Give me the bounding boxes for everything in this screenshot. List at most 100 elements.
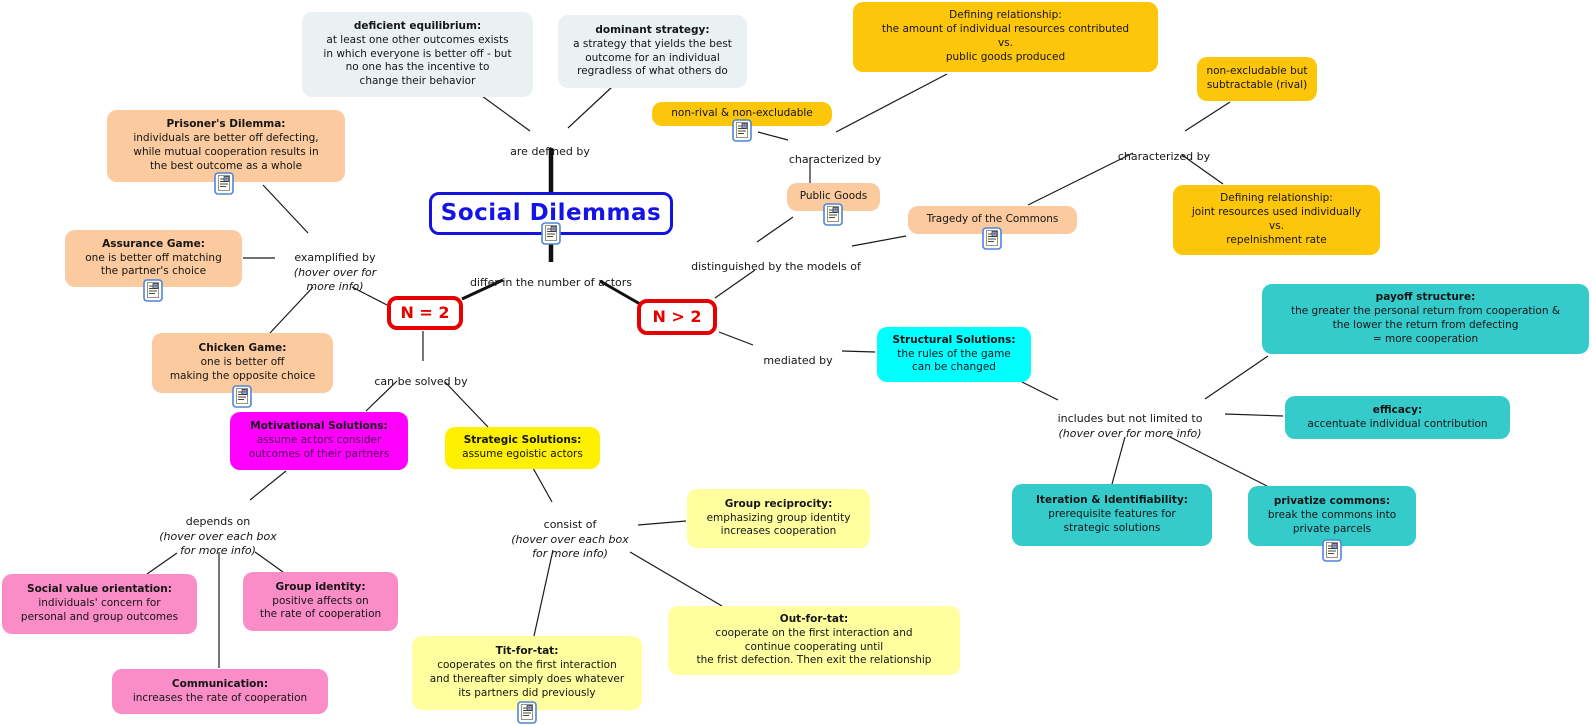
node-privatize-commons[interactable]: privatize commons: break the commons int… bbox=[1248, 486, 1416, 546]
connector bbox=[249, 470, 287, 501]
link-label-distinguished-by-models: distinguished by the models of bbox=[691, 246, 861, 275]
resource-document-icon bbox=[1322, 539, 1342, 562]
node-communication[interactable]: Communication: increases the rate of coo… bbox=[112, 669, 328, 714]
resource-document-icon bbox=[143, 279, 163, 302]
link-label-text: distinguished by the models of bbox=[691, 260, 861, 274]
node-structural-solutions[interactable]: Structural Solutions: the rules of the g… bbox=[877, 327, 1031, 382]
node-motivational-solutions[interactable]: Motivational Solutions: assume actors co… bbox=[230, 412, 408, 470]
node-title: Assurance Game: bbox=[102, 237, 205, 250]
resource-document-icon bbox=[732, 119, 752, 142]
connector bbox=[637, 520, 687, 526]
link-label-examplified-by: examplified by (hover over for more info… bbox=[294, 237, 376, 308]
node-defining-relationship-public-goods[interactable]: Defining relationship: the amount of ind… bbox=[853, 2, 1158, 72]
connector bbox=[1184, 101, 1231, 132]
resource-icon-privatize-commons[interactable] bbox=[1322, 539, 1342, 562]
connector-to-n2 bbox=[461, 278, 504, 301]
node-title: Out-for-tat: bbox=[779, 612, 849, 625]
node-deficient-equilibrium[interactable]: deficient equilibrium: at least one othe… bbox=[302, 12, 533, 97]
node-tit-for-tat[interactable]: Tit-for-tat: cooperates on the first int… bbox=[412, 636, 642, 710]
node-body: cooperates on the first interaction and … bbox=[429, 659, 625, 699]
link-label-text: characterized by bbox=[788, 153, 882, 167]
node-body: increases the rate of cooperation bbox=[132, 691, 308, 704]
node-body: a strategy that yields the best outcome … bbox=[573, 37, 732, 78]
node-body: cooperate on the first interaction and c… bbox=[696, 626, 932, 667]
link-label-are-defined-by: are defined by bbox=[510, 131, 590, 160]
node-title: Group reciprocity: bbox=[724, 497, 833, 510]
link-label-text: differ in the number of actors bbox=[469, 276, 633, 290]
node-non-excludable-subtractable[interactable]: non-excludable but subtractable (rival) bbox=[1197, 57, 1317, 101]
connector bbox=[835, 73, 948, 133]
node-body: Defining relationship: joint resources u… bbox=[1191, 192, 1362, 246]
resource-document-icon bbox=[214, 172, 234, 195]
resource-document-icon bbox=[541, 222, 561, 245]
link-label-can-be-solved-by: can be solved by bbox=[374, 361, 467, 390]
resource-document-icon bbox=[982, 227, 1002, 250]
link-label-characterized-by-left: characterized by bbox=[789, 139, 881, 168]
connector bbox=[1111, 436, 1126, 485]
node-body: non-rival & non-excludable bbox=[671, 107, 813, 120]
resource-document-icon bbox=[823, 203, 843, 226]
thin-connectors bbox=[146, 73, 1284, 668]
node-dominant-strategy[interactable]: dominant strategy: a strategy that yield… bbox=[558, 15, 747, 88]
main-hierarchy-connectors bbox=[461, 148, 641, 306]
node-title: Strategic Solutions: bbox=[463, 434, 582, 447]
link-label-text: mediated by bbox=[763, 354, 833, 368]
connector bbox=[481, 95, 531, 132]
node-group-identity[interactable]: Group identity: positive affects on the … bbox=[243, 572, 398, 631]
connector bbox=[1181, 154, 1224, 185]
node-group-reciprocity[interactable]: Group reciprocity: emphasizing group ide… bbox=[687, 489, 870, 548]
resource-icon-chicken-game[interactable] bbox=[232, 385, 252, 408]
connector bbox=[444, 381, 489, 428]
node-efficacy[interactable]: efficacy: accentuate individual contribu… bbox=[1285, 396, 1510, 439]
resource-document-icon bbox=[232, 385, 252, 408]
connector bbox=[718, 331, 754, 346]
link-label-mediated-by: mediated by bbox=[763, 340, 832, 369]
connector bbox=[254, 551, 284, 573]
node-title: payoff structure: bbox=[1375, 291, 1476, 304]
node-defining-relationship-commons[interactable]: Defining relationship: joint resources u… bbox=[1173, 185, 1380, 255]
connector bbox=[533, 549, 554, 637]
connector bbox=[532, 467, 553, 503]
link-label-includes-but-not-limited: includes but not limited to (hover over … bbox=[1058, 398, 1203, 455]
node-body: prerequisite features for strategic solu… bbox=[1048, 508, 1176, 534]
node-strategic-solutions[interactable]: Strategic Solutions: assume egoistic act… bbox=[445, 427, 600, 469]
node-body: accentuate individual contribution bbox=[1307, 417, 1488, 430]
resource-icon-prisoners-dilemma[interactable] bbox=[214, 172, 234, 195]
resource-icon-non-rival[interactable] bbox=[732, 119, 752, 142]
connector bbox=[757, 131, 789, 141]
resource-icon-public-goods[interactable] bbox=[823, 203, 843, 226]
node-payoff-structure[interactable]: payoff structure: the greater the person… bbox=[1262, 284, 1589, 354]
connector bbox=[1169, 436, 1268, 487]
node-n-greater-2[interactable]: N > 2 bbox=[637, 299, 717, 335]
connector bbox=[851, 235, 907, 247]
link-label-hint: (hover over for more info) bbox=[293, 265, 377, 293]
resource-icon-social-dilemmas[interactable] bbox=[541, 222, 561, 245]
node-body: non-excludable but subtractable (rival) bbox=[1206, 65, 1308, 91]
node-body: individuals are better off defecting, wh… bbox=[133, 132, 319, 172]
node-n-equals-2[interactable]: N = 2 bbox=[387, 296, 463, 330]
node-out-for-tat[interactable]: Out-for-tat: cooperate on the first inte… bbox=[668, 606, 960, 675]
link-label-characterized-by-right: characterized by bbox=[1118, 136, 1210, 165]
node-body: the greater the personal return from coo… bbox=[1290, 305, 1561, 345]
connector bbox=[269, 286, 314, 334]
node-assurance-game[interactable]: Assurance Game: one is better off matchi… bbox=[65, 230, 242, 287]
connector bbox=[365, 380, 398, 412]
resource-icon-tragedy-of-commons[interactable] bbox=[982, 227, 1002, 250]
connector bbox=[714, 269, 756, 299]
node-prisoners-dilemma[interactable]: Prisoner's Dilemma: individuals are bett… bbox=[107, 110, 345, 182]
resource-icon-tit-for-tat[interactable] bbox=[517, 701, 537, 724]
node-social-value-orientation[interactable]: Social value orientation: individuals' c… bbox=[2, 574, 197, 634]
link-label-text: depends on bbox=[185, 515, 251, 529]
node-chicken-game[interactable]: Chicken Game: one is better off making t… bbox=[152, 333, 333, 393]
node-title: deficient equilibrium: bbox=[353, 19, 482, 32]
node-iteration-identifiability[interactable]: Iteration & Identifiability: prerequisit… bbox=[1012, 484, 1212, 546]
node-title: Chicken Game: bbox=[198, 342, 287, 355]
node-body: assume egoistic actors bbox=[462, 448, 583, 460]
node-body: break the commons into private parcels bbox=[1267, 509, 1397, 535]
node-body: one is better off making the opposite ch… bbox=[169, 356, 316, 382]
link-label-hint: (hover over for more info) bbox=[1058, 426, 1202, 440]
node-title: dominant strategy: bbox=[595, 23, 710, 36]
resource-icon-assurance-game[interactable] bbox=[143, 279, 163, 302]
node-title: Iteration & Identifiability: bbox=[1036, 494, 1188, 507]
link-label-text: examplified by bbox=[294, 251, 376, 265]
